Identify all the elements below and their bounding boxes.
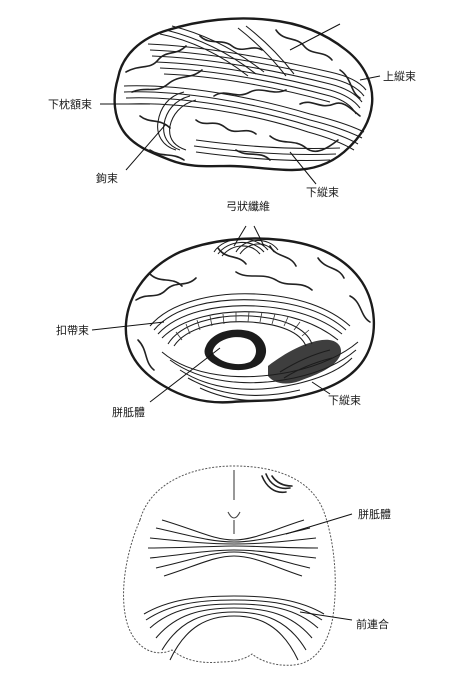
- lateral-brain-outline: [113, 17, 374, 172]
- leader-corpus-callosum-coronal: [285, 513, 353, 535]
- label-corpus-callosum-medial: 胼胝體: [112, 405, 145, 419]
- label-anterior-commissure: 前連合: [356, 617, 389, 631]
- medial-brain-outline: [124, 237, 376, 404]
- label-superior-longitudinal-fasciculus: 上縱束: [383, 69, 416, 83]
- medial-view-panel: 弓狀纖維 扣帶束 胼胝體 下縱束: [56, 199, 376, 419]
- coronal-brain-outline: [123, 465, 336, 666]
- leader-arcuate-left: [233, 225, 247, 247]
- leader-superior-longitudinal: [359, 75, 381, 81]
- lateral-view-panel: 上縱束 下枕額束 鉤束 下縱束: [48, 17, 416, 199]
- leader-arcuate-right: [253, 225, 265, 247]
- coronal-sulcus-top-right: [261, 473, 293, 494]
- temporal-dark-texture: [279, 349, 333, 379]
- leader-corpus-callosum-medial: [149, 347, 221, 403]
- label-inferior-longitudinal-fasciculus-lateral: 下縱束: [306, 185, 339, 199]
- label-uncinate-fasciculus: 鉤束: [96, 171, 118, 185]
- uncinate-fasciculus: [157, 91, 197, 151]
- inferior-longitudinal-fasciculus-lateral: [193, 139, 341, 162]
- corpus-callosum-coronal: [147, 519, 319, 577]
- anterior-commissure-coronal: [143, 595, 325, 661]
- label-cingulum: 扣帶束: [56, 323, 89, 337]
- leader-top-arching: [289, 23, 341, 51]
- leader-uncinate: [125, 123, 167, 171]
- corpus-callosum-medial: [167, 311, 313, 347]
- leader-inferior-longitudinal-lateral: [289, 151, 317, 185]
- coronal-midline: [227, 470, 241, 534]
- leader-anterior-commissure: [299, 611, 353, 621]
- inferior-occipitofrontal-fasciculus: [123, 85, 365, 151]
- superior-longitudinal-fasciculus: [147, 43, 367, 115]
- cingulum-bundle: [149, 293, 351, 341]
- leader-cingulum: [91, 321, 165, 331]
- label-inferior-longitudinal-medial: 下縱束: [328, 393, 361, 407]
- label-inferior-occipitofrontal-fasciculus: 下枕額束: [48, 97, 92, 111]
- coronal-section-panel: 胼胝體 前連合: [123, 465, 391, 666]
- label-corpus-callosum-coronal: 胼胝體: [358, 507, 391, 521]
- thalamus-highlight: [212, 337, 256, 365]
- label-arcuate-fibers: 弓狀纖維: [226, 199, 270, 213]
- leader-inferior-longitudinal-medial: [311, 381, 331, 395]
- lateral-arching-fibers: [159, 25, 295, 77]
- temporal-dark-region: [268, 339, 342, 384]
